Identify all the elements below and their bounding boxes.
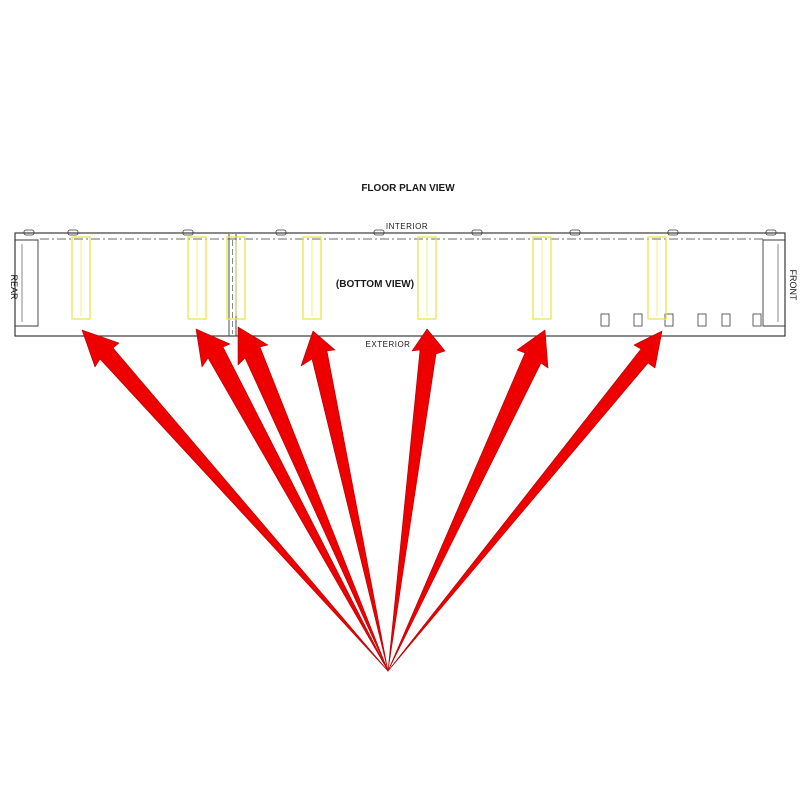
front-label: FRONT: [788, 270, 798, 301]
arrow-7: [387, 330, 663, 672]
floor-outline: [14, 229, 786, 337]
anchor-mark: [765, 229, 777, 236]
anchor-mark: [275, 229, 287, 236]
front-end-wall: [762, 239, 785, 327]
pointer-arrows: [81, 326, 663, 672]
zone-outline: [302, 236, 322, 320]
zone-outline: [417, 236, 437, 320]
highlight-zone-3: [226, 236, 246, 320]
fixture-box: [600, 313, 610, 327]
anchor-mark: [667, 229, 679, 236]
anchor-mark: [67, 229, 79, 236]
anchor-mark: [471, 229, 483, 236]
rear-label: REAR: [9, 274, 19, 300]
anchor-mark: [23, 229, 35, 236]
arrow-5: [387, 328, 446, 672]
zone-outline: [71, 236, 91, 320]
highlight-zone-5: [417, 236, 437, 320]
highlight-zone-6: [532, 236, 552, 320]
rear-end-wall: [15, 239, 39, 327]
anchor-mark: [373, 229, 385, 236]
zone-outline: [226, 236, 246, 320]
fixture-box: [633, 313, 643, 327]
exterior-label: EXTERIOR: [366, 340, 411, 349]
highlight-zone-4: [302, 236, 322, 320]
zone-outline: [647, 236, 667, 320]
exterior-fixtures: [600, 313, 762, 327]
highlighted-zones: [71, 236, 667, 320]
fixture-box: [752, 313, 762, 327]
zone-outline: [532, 236, 552, 320]
view-label: (BOTTOM VIEW): [336, 279, 414, 290]
arrow-4: [300, 330, 389, 672]
interior-label: INTERIOR: [386, 222, 428, 231]
zone-outline: [187, 236, 207, 320]
arrow-6: [387, 329, 549, 672]
interior-anchor-marks: [23, 229, 777, 236]
highlight-zone-7: [647, 236, 667, 320]
arrow-1: [81, 329, 389, 672]
fixture-box: [697, 313, 707, 327]
highlight-zone-2: [187, 236, 207, 320]
fixture-box: [721, 313, 731, 327]
fixture-box: [664, 313, 674, 327]
arrow-2: [195, 328, 389, 672]
highlight-zone-1: [71, 236, 91, 320]
arrow-3: [237, 326, 389, 672]
anchor-mark: [182, 229, 194, 236]
diagram-title: FLOOR PLAN VIEW: [361, 183, 455, 194]
anchor-mark: [569, 229, 581, 236]
floor-rectangle: [14, 232, 786, 337]
